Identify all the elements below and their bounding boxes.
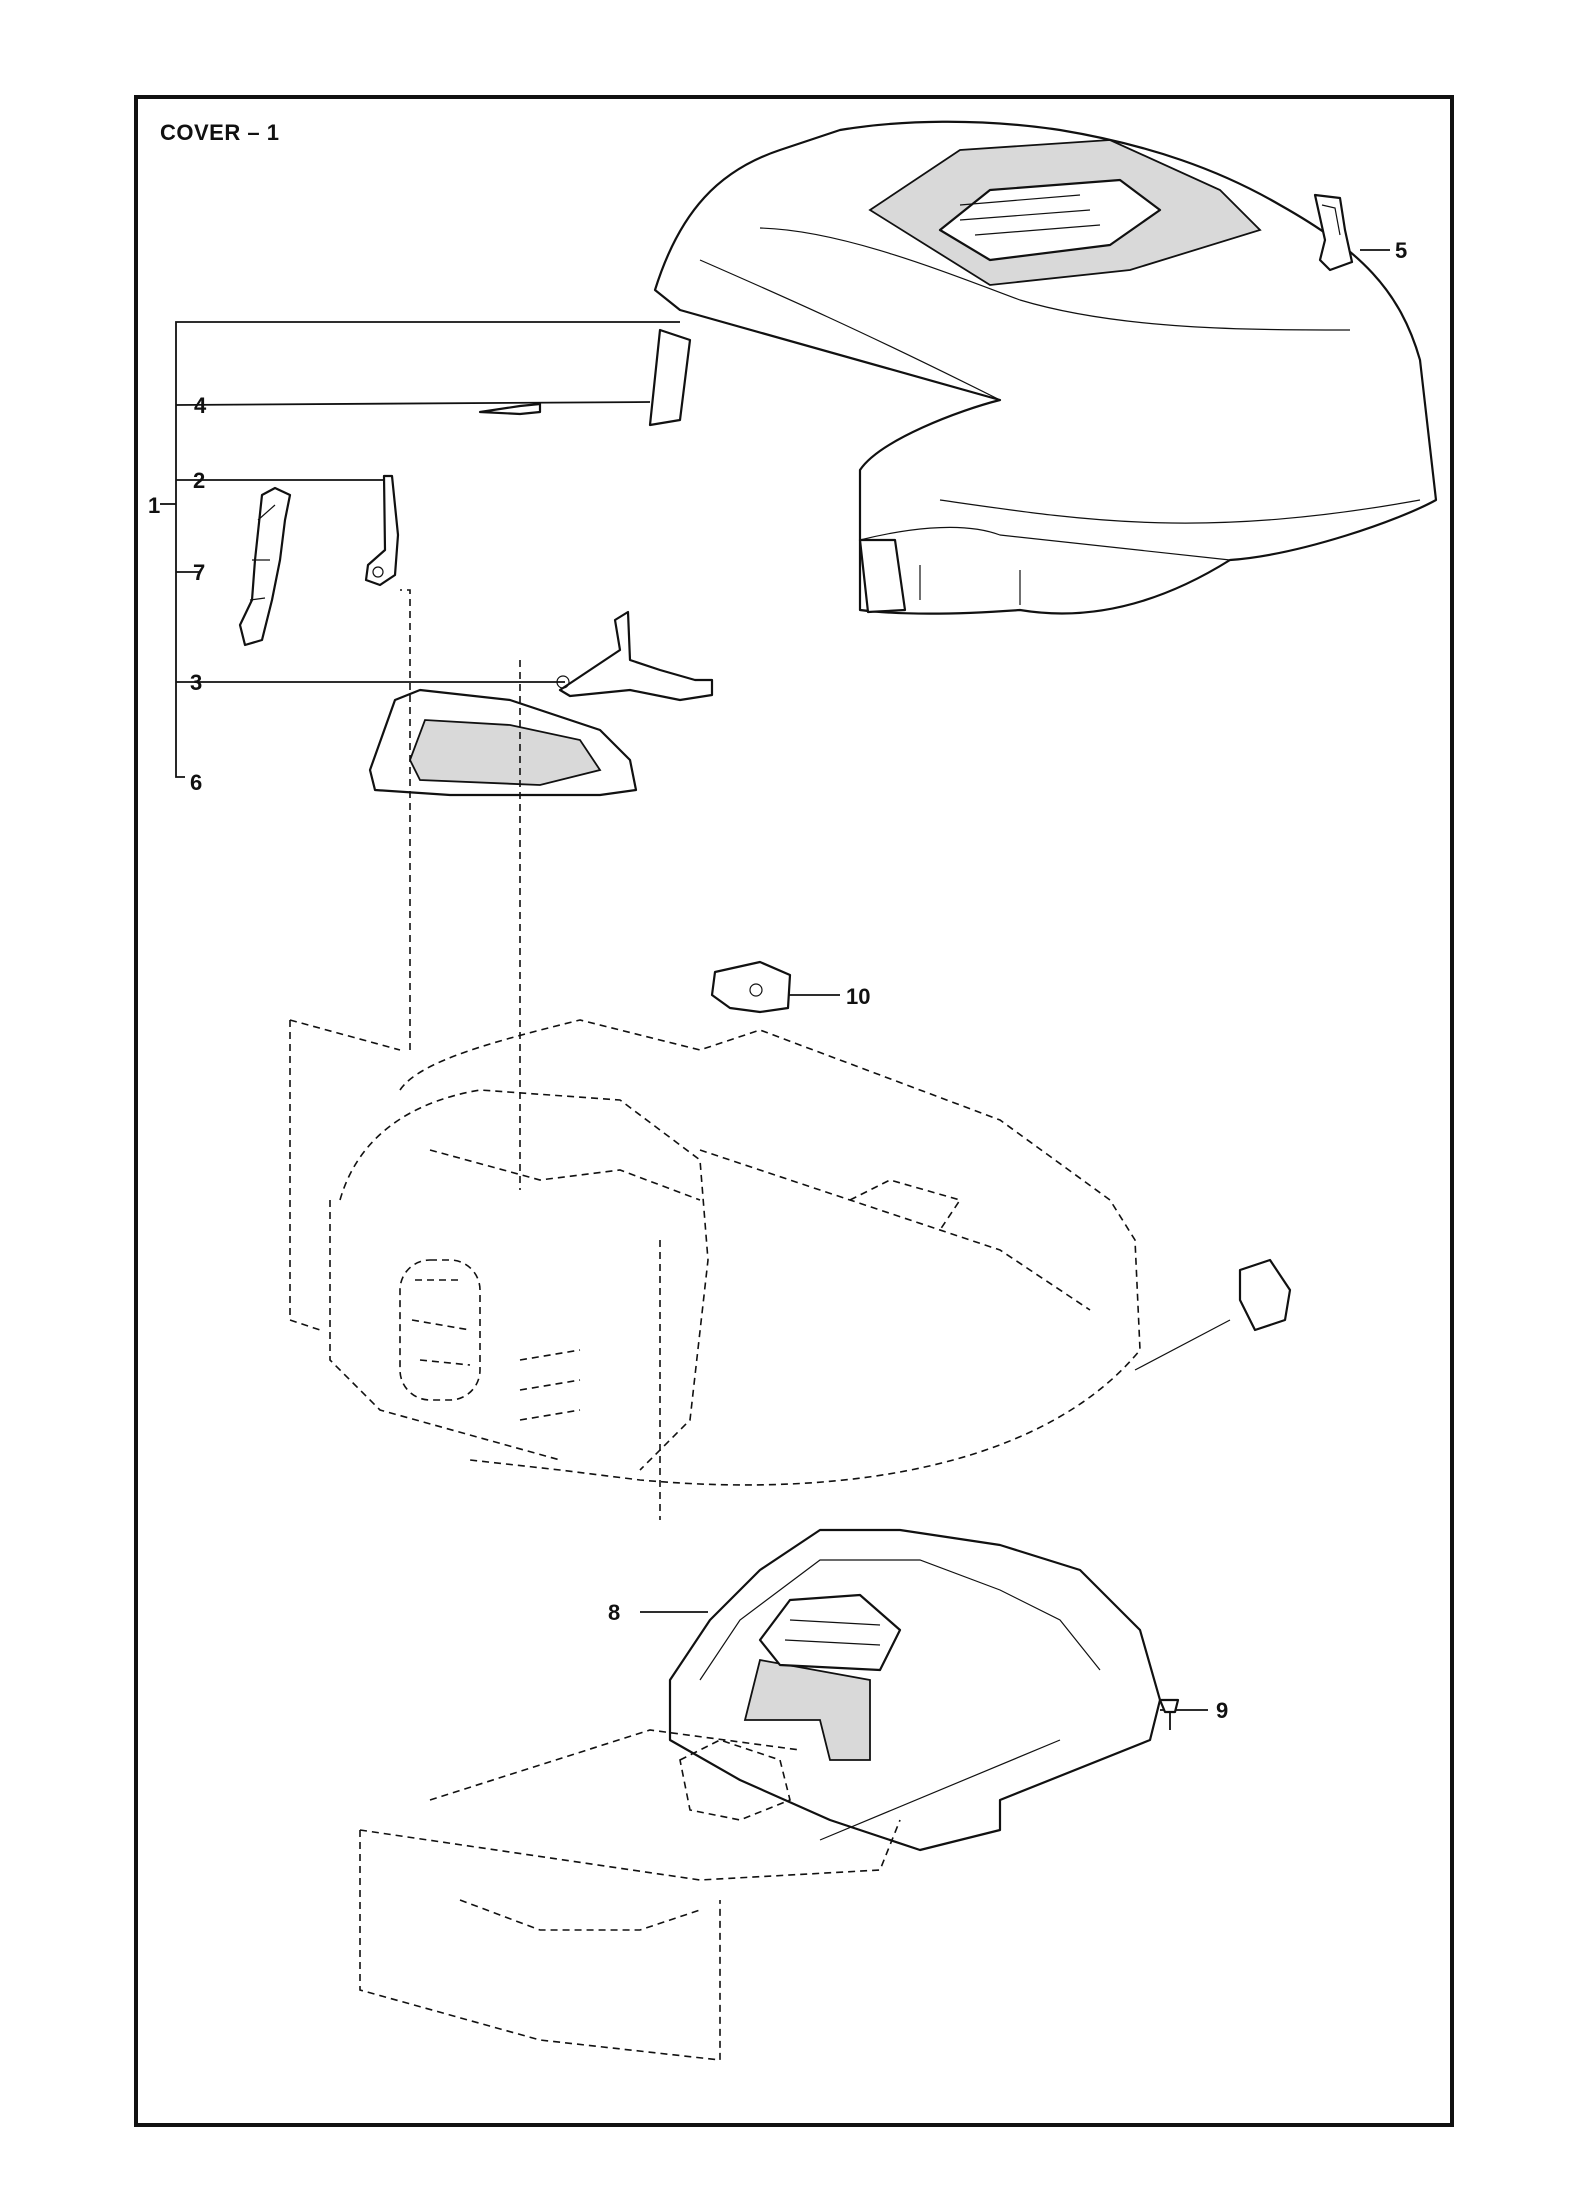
part-8-lower-cover bbox=[668, 1528, 1162, 1852]
side-clip-part bbox=[1238, 1258, 1292, 1332]
diagram-title: COVER – 1 bbox=[160, 120, 280, 145]
callout-9: 9 bbox=[1216, 1698, 1229, 1723]
callout-3: 3 bbox=[190, 670, 203, 695]
dashed-lower-chassis bbox=[359, 1729, 1061, 2061]
callout-7: 7 bbox=[193, 560, 206, 585]
part-4-pin bbox=[478, 402, 542, 416]
callout-1: 1 bbox=[148, 493, 161, 518]
callout-2: 2 bbox=[193, 468, 206, 493]
hood-cover-part bbox=[648, 120, 1438, 615]
part-7-bracket bbox=[238, 486, 292, 647]
part-5-clip bbox=[1313, 193, 1354, 272]
callout-4: 4 bbox=[194, 393, 207, 418]
diagram-frame bbox=[134, 95, 1454, 2127]
part-10-bracket bbox=[710, 960, 792, 1014]
callout-8: 8 bbox=[608, 1600, 621, 1625]
leader-bracket-1 bbox=[160, 321, 680, 778]
callout-10: 10 bbox=[846, 984, 871, 1009]
part-3-bracket bbox=[556, 610, 714, 702]
callout-6: 6 bbox=[190, 770, 203, 795]
part-2-bracket bbox=[364, 474, 400, 587]
part-6-side-panel bbox=[368, 688, 638, 797]
callout-5: 5 bbox=[1395, 238, 1408, 263]
dashed-frame-assembly bbox=[289, 589, 1231, 1520]
part-9-screw bbox=[1158, 1698, 1180, 1730]
